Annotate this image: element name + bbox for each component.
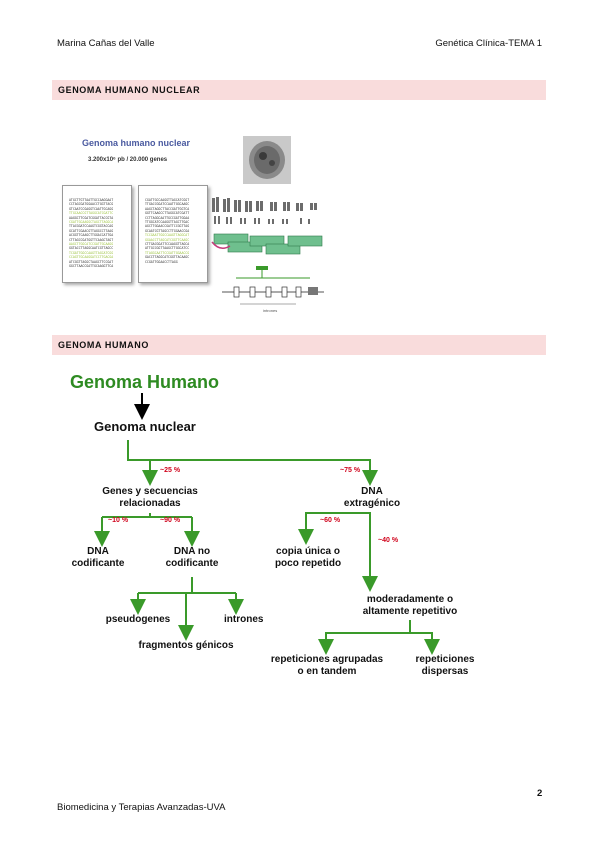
node-fragments: fragmentos génicos (138, 640, 234, 651)
figure-subtitle: 3.200x10⁶ pb / 20.000 genes (88, 157, 168, 163)
pct-25: ~25 % (160, 467, 181, 474)
node-dna-noncoding: DNA no codificante (165, 546, 219, 569)
introns-caption: intrones (263, 308, 278, 313)
node-genes-related: Genes y secuencias relacionadas (102, 486, 198, 509)
gene-structure-image (222, 266, 324, 305)
node-single-copy: copia única o poco repetido (274, 546, 342, 569)
footer-institution: Biomedicina y Terapias Avanzadas-UVA (57, 802, 226, 813)
pct-10: ~10 % (108, 517, 129, 524)
pct-40: ~40 % (378, 537, 399, 544)
node-tandem: repeticiones agrupadas o en tandem (270, 654, 384, 677)
pct-75: ~75 % (340, 467, 361, 474)
sequence-page-left: ATGCTTGTTAATTGCCAAGGAAT CCTAGCGATGGAACCT… (62, 185, 132, 283)
node-genoma-nuclear: Genoma nuclear (94, 419, 196, 434)
node-dna-extragenic: DNA extragénico (343, 486, 401, 509)
figure-title: Genoma humano nuclear (82, 138, 191, 148)
node-dispersed: repeticiones dispersas (415, 654, 475, 677)
node-repetitive: moderadamente o altamente repetitivo (362, 594, 458, 617)
page-number: 2 (537, 788, 543, 799)
node-dna-coding: DNA codificante (71, 546, 125, 569)
pct-60: ~60 % (320, 517, 341, 524)
header-course: Genética Clínica-TEMA 1 (435, 38, 542, 49)
cell-nucleus-image (243, 136, 291, 184)
pct-90: ~90 % (160, 517, 181, 524)
diagram-title: Genoma Humano (70, 372, 220, 392)
karyotype-image (212, 197, 317, 224)
section-title-nuclear: GENOMA HUMANO NUCLEAR (52, 80, 546, 100)
header-author: Marina Cañas del Valle (57, 38, 155, 49)
genome-figure: Genoma humano nuclear 3.200x10⁶ pb / 20.… (60, 128, 330, 318)
section-title-genome: GENOMA HUMANO (52, 335, 546, 355)
node-pseudogenes: pseudogenes (105, 614, 171, 625)
chromatin-image (211, 233, 323, 255)
sequence-page-right: CGATTGCCAAGGTTAGCATCGGT TTGACCGGATCCAATT… (138, 185, 208, 283)
node-introns: intrones (224, 614, 264, 625)
